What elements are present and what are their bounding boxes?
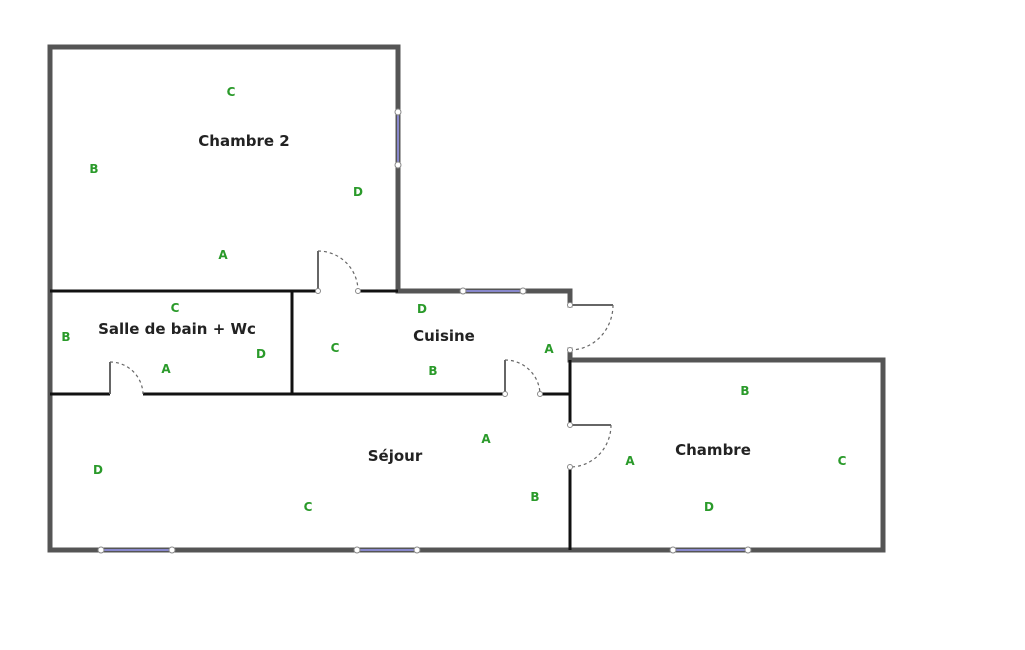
wall-label: C [171, 301, 180, 315]
window-sejour-1 [97, 546, 176, 554]
wall-label: A [161, 362, 171, 376]
wall-label: B [530, 490, 539, 504]
window-cuisine [459, 287, 527, 295]
door-entrance [567, 302, 614, 353]
wall-label: A [481, 432, 491, 446]
inner-walls [50, 289, 572, 550]
room-chambre: Chambre B A C D [625, 384, 846, 514]
windows [97, 108, 752, 554]
wall-label: D [417, 302, 427, 316]
room-chambre2: Chambre 2 C B D A [89, 85, 363, 262]
wall-label: D [353, 185, 363, 199]
doors [109, 250, 614, 470]
room-cuisine: Cuisine D C A B [331, 302, 555, 378]
room-label: Chambre [675, 441, 751, 459]
wall-label: C [838, 454, 847, 468]
wall-label: B [89, 162, 98, 176]
wall-label: A [544, 342, 554, 356]
door-chambre [567, 422, 612, 470]
window-chambre2 [394, 108, 402, 169]
room-salle-de-bain: Salle de bain + Wc C B D A [61, 301, 266, 376]
wall-label: D [704, 500, 714, 514]
outer-walls [47, 44, 886, 553]
wall-label: B [61, 330, 70, 344]
window-chambre [669, 546, 752, 554]
wall-label: A [218, 248, 228, 262]
wall-label: B [740, 384, 749, 398]
room-sejour: Séjour A D B C [93, 432, 540, 514]
wall-label: C [331, 341, 340, 355]
wall-label: D [256, 347, 266, 361]
room-label: Salle de bain + Wc [98, 320, 256, 338]
room-label: Chambre 2 [198, 132, 289, 150]
wall-label: C [227, 85, 236, 99]
door-chambre2 [315, 250, 361, 294]
room-label: Cuisine [413, 327, 475, 345]
wall-label: A [625, 454, 635, 468]
wall-label: B [428, 364, 437, 378]
window-sejour-2 [353, 546, 421, 554]
door-salle-de-bain [109, 361, 144, 395]
wall-label: C [304, 500, 313, 514]
room-label: Séjour [368, 447, 423, 465]
door-cuisine [502, 359, 543, 397]
wall-label: D [93, 463, 103, 477]
